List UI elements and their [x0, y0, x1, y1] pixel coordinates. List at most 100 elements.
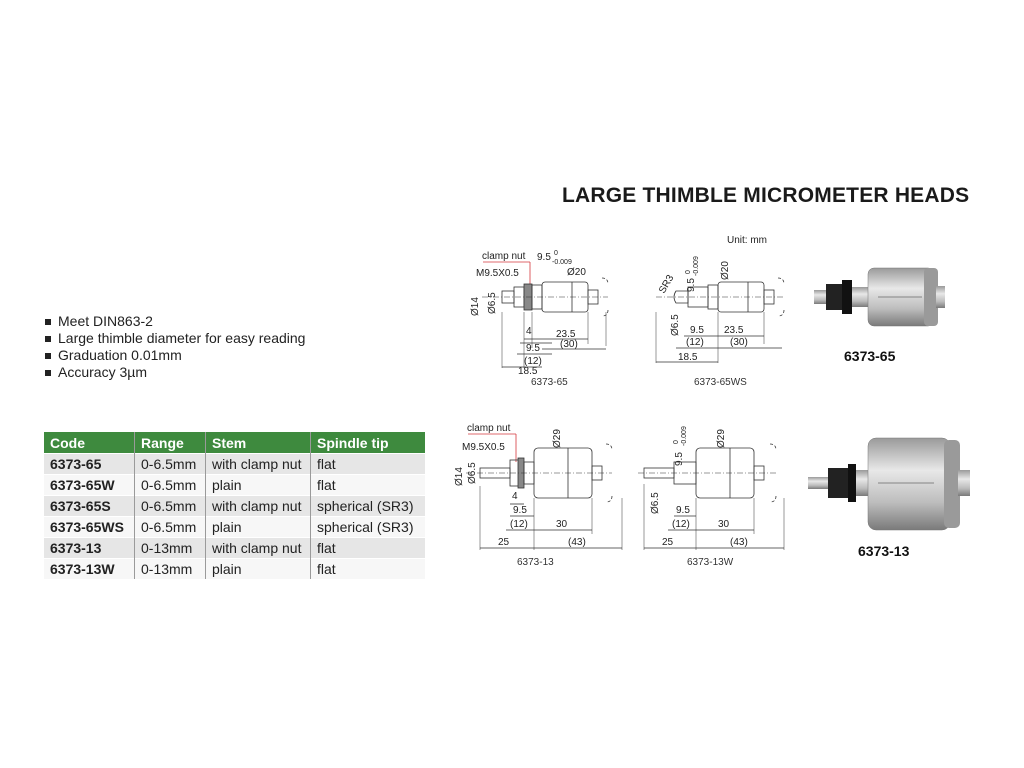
drawing-caption: 6373-65WS — [694, 377, 747, 388]
dia-small-label: Ø6.5 — [467, 462, 478, 484]
dia-spec-label: 9.5 — [686, 278, 697, 292]
dim-l2: 9.5 — [690, 325, 704, 336]
dim-l2: 9.5 — [526, 343, 540, 354]
stem-cell: plain — [205, 558, 311, 579]
tol-lower: -0.009 — [552, 259, 572, 266]
table-row: 6373-65S 0-6.5mm with clamp nut spherica… — [44, 495, 425, 517]
clamp-label: clamp nut — [467, 423, 511, 434]
drawing-caption: 6373-65 — [531, 377, 568, 388]
tol-upper: 0 — [685, 270, 692, 274]
range-cell: 0-6.5mm — [134, 453, 206, 475]
product-label: 6373-13 — [858, 543, 910, 559]
tip-cell: flat — [310, 474, 425, 496]
dim-l5: 23.5 — [724, 325, 744, 336]
range-cell: 0-6.5mm — [134, 495, 206, 517]
dim-l5: 30 — [718, 519, 730, 530]
feature-item: Accuracy 3µm — [44, 364, 305, 381]
drawing-6373-13: clamp nut M9.5X0.5 Ø29 Ø14 Ø6.5 4 9.5 (1… — [454, 423, 623, 550]
stem-cell: plain — [205, 516, 311, 538]
drawing-6373-13w: 9.5 0 -0.009 Ø29 Ø6.5 9.5 (12) 25 30 (43… — [638, 426, 785, 550]
range-cell: 0-13mm — [134, 558, 206, 579]
drawing-caption: 6373-13 — [517, 557, 554, 568]
tip-cell: flat — [310, 453, 425, 475]
dim-l5: 30 — [556, 519, 568, 530]
tip-cell: spherical (SR3) — [310, 516, 425, 538]
table-header-row: Code Range Stem Spindle tip — [44, 432, 425, 454]
range-cell: 0-6.5mm — [134, 474, 206, 496]
limit-bracket — [601, 277, 609, 317]
tol-lower: -0.009 — [693, 256, 700, 276]
tol-upper: 0 — [673, 440, 680, 444]
code-cell: 6373-13W — [44, 558, 135, 579]
tip-cell: flat — [310, 558, 425, 579]
dia-spec-label: 9.5 — [674, 452, 685, 466]
dim-l3: (12) — [510, 519, 528, 530]
dim-l3: (12) — [524, 356, 542, 367]
table-row: 6373-65W 0-6.5mm plain flat — [44, 474, 425, 496]
photo-6373-65 — [814, 267, 945, 327]
photo-6373-13 — [808, 437, 970, 531]
stem-cell: with clamp nut — [205, 495, 311, 517]
dia-big-label: Ø20 — [567, 267, 586, 278]
code-cell: 6373-13 — [44, 537, 135, 559]
dia-spec-label: 9.5 — [537, 252, 551, 263]
table-row: 6373-65 0-6.5mm with clamp nut flat — [44, 453, 425, 475]
dia-stem-label: Ø14 — [470, 297, 481, 316]
dia-small-label: Ø6.5 — [487, 292, 498, 314]
range-cell: 0-6.5mm — [134, 516, 206, 538]
table-row: 6373-65WS 0-6.5mm plain spherical (SR3) — [44, 516, 425, 538]
sr-label: SR3 — [657, 273, 676, 296]
spindle-shape — [673, 290, 689, 304]
dia-big-label: Ø29 — [552, 429, 563, 448]
code-cell: 6373-65S — [44, 495, 135, 517]
code-cell: 6373-65 — [44, 453, 135, 475]
dia-small-label: Ø6.5 — [670, 314, 681, 336]
dim-l4: 18.5 — [518, 366, 538, 377]
drawing-6373-65: clamp nut M9.5X0.5 9.5 0 -0.009 Ø20 Ø14 … — [470, 250, 609, 377]
dim-l4: 25 — [498, 537, 510, 548]
unit-note: Unit: mm — [727, 235, 767, 246]
tol-lower: -0.009 — [681, 426, 688, 446]
spindle-shape — [643, 467, 675, 479]
dim-l6: (43) — [568, 537, 586, 548]
tip-cell: spherical (SR3) — [310, 495, 425, 517]
stem-cell: with clamp nut — [205, 453, 311, 475]
feature-list: Meet DIN863-2 Large thimble diameter for… — [44, 313, 305, 381]
dia-big-label: Ø20 — [720, 261, 731, 280]
dia-small-label: Ø6.5 — [650, 492, 661, 514]
table-row: 6373-13W 0-13mm plain flat — [44, 558, 425, 579]
clamp-label: clamp nut — [482, 251, 526, 262]
feature-item: Large thimble diameter for easy reading — [44, 330, 305, 347]
dim-l2: 9.5 — [676, 505, 690, 516]
dim-l2: 9.5 — [513, 505, 527, 516]
page-title: LARGE THIMBLE MICROMETER HEADS — [562, 184, 970, 207]
drawing-caption: 6373-13W — [687, 557, 734, 568]
dim-l1: 4 — [526, 326, 532, 337]
col-range-header: Range — [134, 432, 206, 454]
dim-l3: (12) — [686, 337, 704, 348]
dim-l4: 25 — [662, 537, 674, 548]
feature-item: Meet DIN863-2 — [44, 313, 305, 330]
code-cell: 6373-65WS — [44, 516, 135, 538]
table-row: 6373-13 0-13mm with clamp nut flat — [44, 537, 425, 559]
dim-l6: (30) — [730, 337, 748, 348]
tol-upper: 0 — [554, 250, 558, 257]
dim-l1: 4 — [512, 491, 518, 502]
feature-item: Graduation 0.01mm — [44, 347, 305, 364]
dim-l6: (43) — [730, 537, 748, 548]
product-label: 6373-65 — [844, 348, 896, 364]
code-cell: 6373-65W — [44, 474, 135, 496]
range-cell: 0-13mm — [134, 537, 206, 559]
dim-l5: 23.5 — [556, 329, 576, 340]
dim-l3: (12) — [672, 519, 690, 530]
dia-big-label: Ø29 — [716, 429, 727, 448]
spindle-shape — [479, 467, 511, 479]
stem-cell: with clamp nut — [205, 537, 311, 559]
col-stem-header: Stem — [205, 432, 311, 454]
thread-label: M9.5X0.5 — [476, 268, 519, 279]
tip-cell: flat — [310, 537, 425, 559]
col-code-header: Code — [44, 432, 135, 454]
dia-stem-label: Ø14 — [454, 467, 465, 486]
col-tip-header: Spindle tip — [310, 432, 425, 454]
stem-cell: plain — [205, 474, 311, 496]
